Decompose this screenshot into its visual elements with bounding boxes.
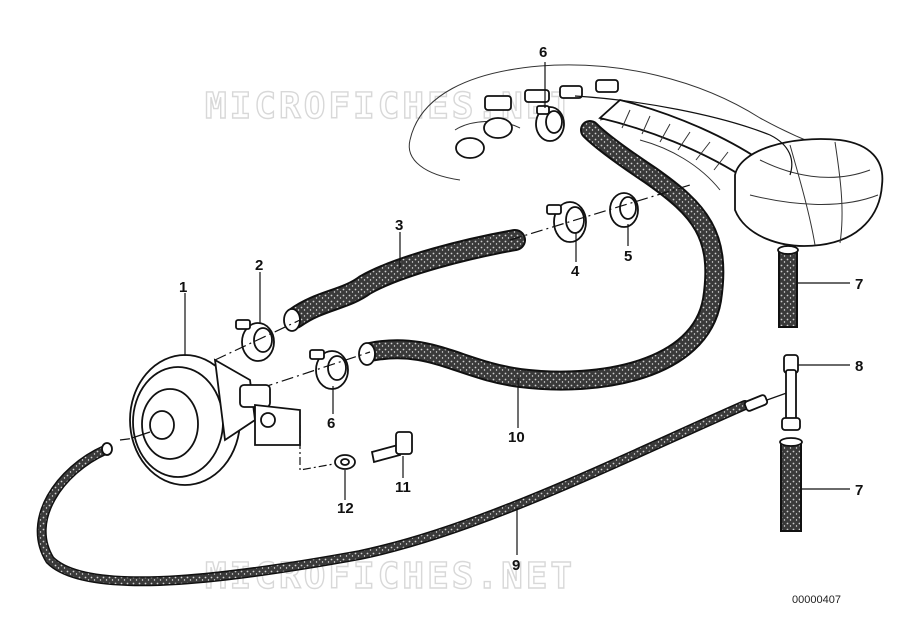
watermark-top: MICROFICHES.NET xyxy=(205,86,575,127)
clamp-2 xyxy=(235,319,275,362)
callout-8: 8 xyxy=(855,358,863,375)
clamp-6-top xyxy=(535,105,565,142)
leader-lines xyxy=(184,62,850,555)
callout-1: 1 xyxy=(179,279,187,296)
callout-10: 10 xyxy=(508,429,525,446)
air-filter-housing xyxy=(734,138,884,247)
callout-5: 5 xyxy=(624,248,632,265)
callout-9: 9 xyxy=(512,557,520,574)
callout-2: 2 xyxy=(255,257,263,274)
intake-manifold xyxy=(408,64,884,247)
sleeve-5 xyxy=(609,192,639,228)
clamp-4 xyxy=(546,201,587,243)
diagram-code: 00000407 xyxy=(792,594,841,606)
hose-7-bottom xyxy=(779,437,803,532)
bolt-11 xyxy=(370,431,413,464)
vacuum-unit-1 xyxy=(129,354,301,486)
hose-7-top xyxy=(777,245,799,328)
washer-12 xyxy=(334,454,356,470)
callout-11: 11 xyxy=(395,479,411,496)
callout-6-mid: 6 xyxy=(327,415,335,432)
callout-6-top: 6 xyxy=(539,44,547,61)
callout-7-top: 7 xyxy=(855,276,863,293)
callout-3: 3 xyxy=(395,217,403,234)
callout-12: 12 xyxy=(337,500,354,517)
connector-8 xyxy=(781,354,801,431)
callout-4: 4 xyxy=(571,263,580,280)
callout-7-bottom: 7 xyxy=(855,482,863,499)
clamp-6-mid xyxy=(309,349,349,390)
watermark-bottom: MICROFICHES.NET xyxy=(205,556,575,597)
